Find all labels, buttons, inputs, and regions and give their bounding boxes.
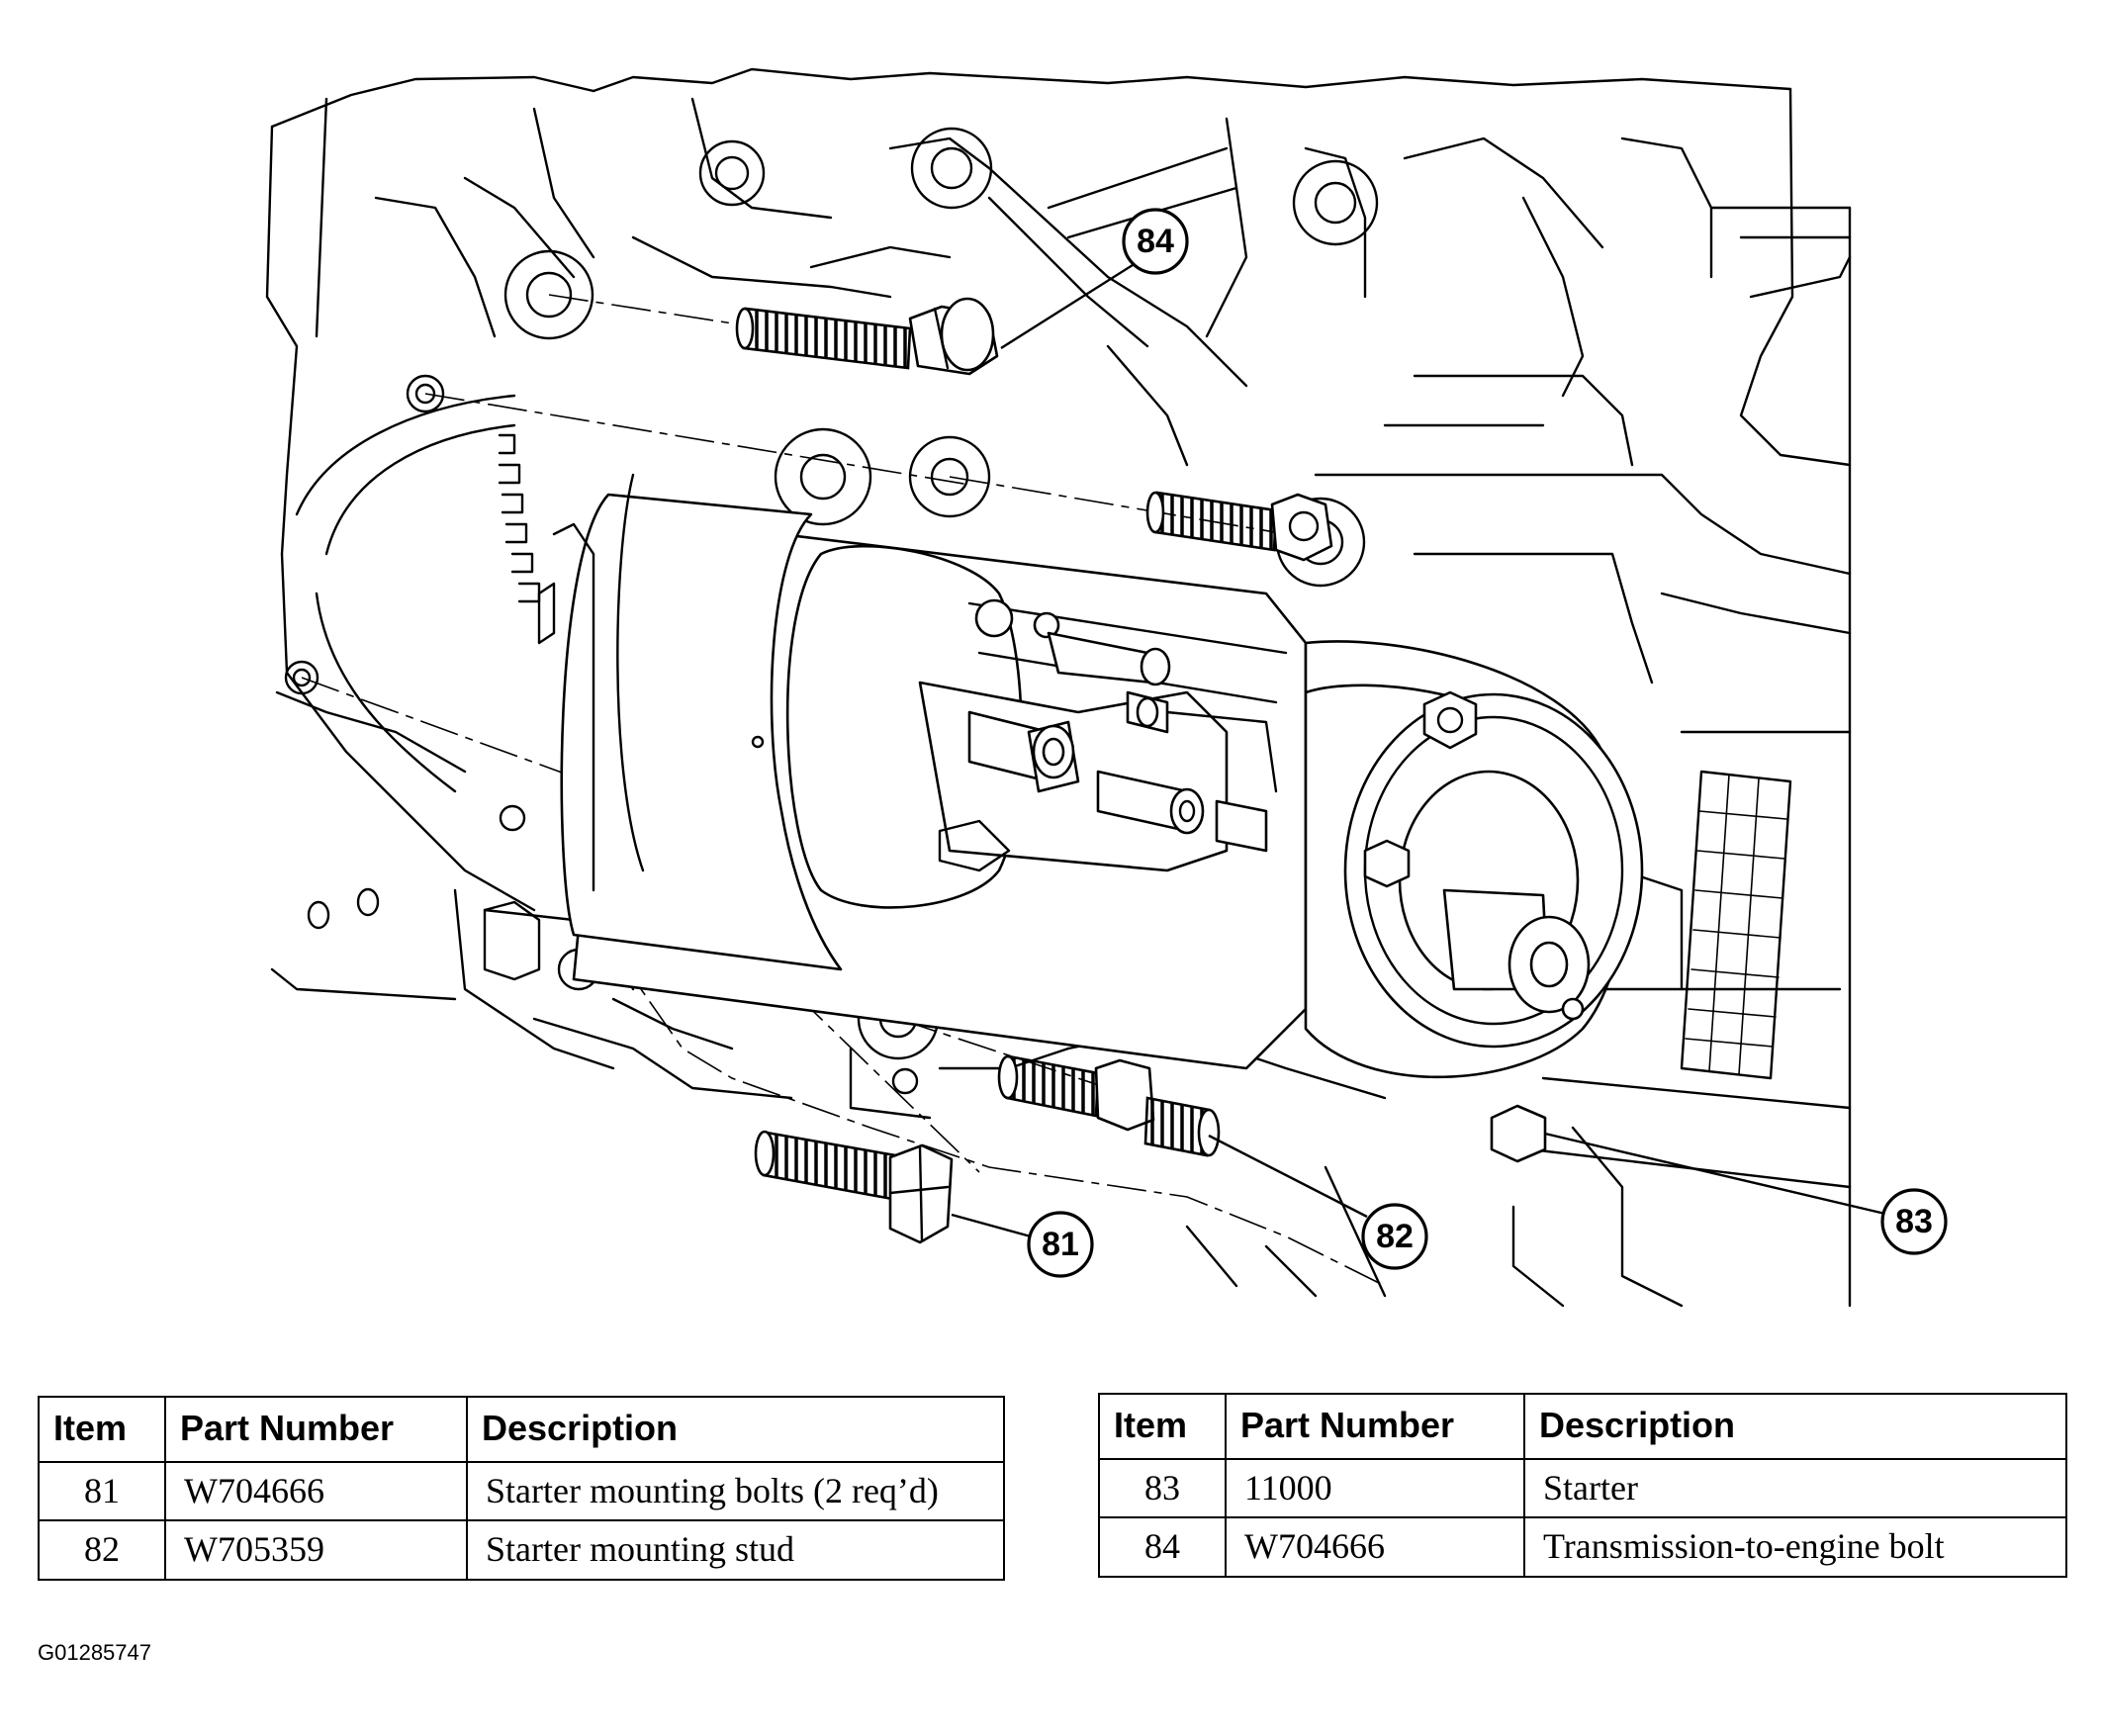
header-item: Item (1098, 1393, 1227, 1460)
header-item: Item (38, 1396, 166, 1463)
cell-item: 82 (38, 1519, 166, 1581)
transmission-housing (265, 67, 1852, 1308)
header-part-number: Part Number (1225, 1393, 1525, 1460)
callout-leaders (951, 263, 1890, 1238)
transmission-to-engine-bolt (735, 297, 999, 376)
flywheel-ring-gear (498, 433, 541, 603)
table-row: 83 11000 Starter (1098, 1457, 2067, 1519)
starter-motor (537, 473, 1644, 1163)
cell-part-number: W704666 (1225, 1516, 1525, 1578)
table-header-row: Item Part Number Description (1098, 1393, 2067, 1460)
cell-part-number: 11000 (1225, 1457, 1525, 1519)
table-row: 82 W705359 Starter mounting stud (38, 1519, 1005, 1581)
parts-table-left: Item Part Number Description 81 W704666 … (38, 1396, 1005, 1581)
header-description: Description (1523, 1393, 2067, 1460)
svg-text:84: 84 (1137, 223, 1174, 260)
cell-item: 83 (1098, 1457, 1227, 1519)
cell-item: 84 (1098, 1516, 1227, 1578)
cell-description: Starter mounting stud (466, 1519, 1005, 1581)
callout-83: 83 (1880, 1188, 1948, 1255)
svg-text:81: 81 (1042, 1226, 1079, 1263)
header-part-number: Part Number (164, 1396, 468, 1463)
callout-82: 82 (1361, 1203, 1428, 1270)
svg-text:83: 83 (1895, 1203, 1933, 1240)
cell-part-number: W704666 (164, 1460, 468, 1522)
figure-id: G01285747 (38, 1640, 151, 1665)
callout-84: 84 (1122, 208, 1189, 275)
table-row: 84 W704666 Transmission-to-engine bolt (1098, 1516, 2067, 1578)
starter-exploded-diagram: 84 81 82 83 (265, 67, 1948, 1308)
callout-81: 81 (1027, 1211, 1094, 1278)
cooling-grille (1680, 770, 1792, 1080)
cell-item: 81 (38, 1460, 166, 1522)
transmission-bolt-secondary (1145, 491, 1333, 562)
starter-mounting-stud (997, 1054, 1221, 1157)
table-row: 81 W704666 Starter mounting bolts (2 req… (38, 1460, 1005, 1522)
cell-part-number: W705359 (164, 1519, 468, 1581)
table-header-row: Item Part Number Description (38, 1396, 1005, 1463)
starter-mounting-bolt (754, 1130, 954, 1244)
parts-table-right: Item Part Number Description 83 11000 St… (1098, 1393, 2067, 1578)
cell-description: Transmission-to-engine bolt (1523, 1516, 2067, 1578)
cell-description: Starter mounting bolts (2 req’d) (466, 1460, 1005, 1522)
svg-text:82: 82 (1376, 1218, 1414, 1255)
header-description: Description (466, 1396, 1005, 1463)
cell-description: Starter (1523, 1457, 2067, 1519)
